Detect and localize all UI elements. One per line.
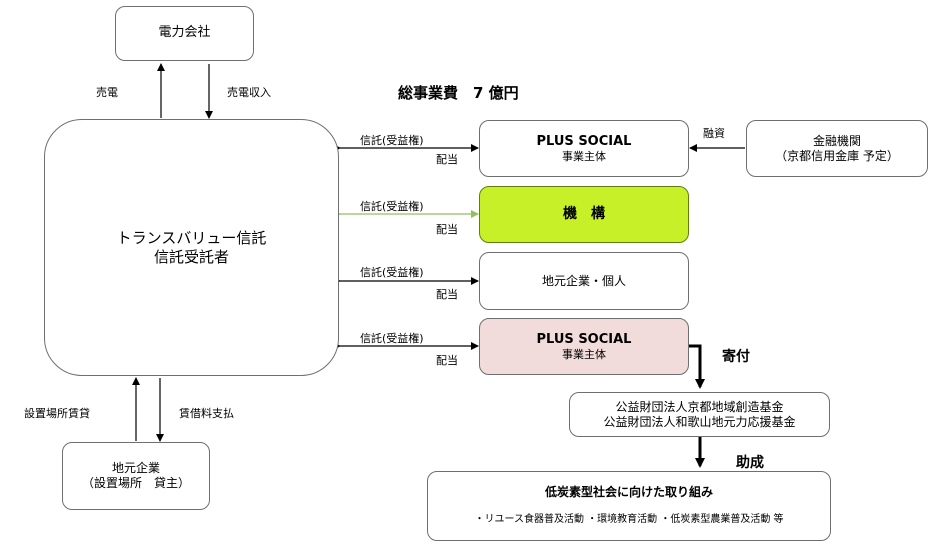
- dividend-label-3: 配当: [436, 288, 458, 301]
- lowcarbon-box: 低炭素型社会に向けた取り組み ・リユース食器普及活動 ・環境教育活動 ・低炭素型…: [427, 471, 831, 541]
- organization-box: 機 構: [479, 186, 689, 243]
- grant-label: 助成: [736, 455, 764, 471]
- dividend-label-4: 配当: [436, 354, 458, 367]
- sell-power-label: 売電: [96, 86, 118, 99]
- site-lease-label: 設置場所賃貸: [24, 407, 90, 420]
- trust-benefit-label-2: 信託(受益権): [360, 200, 424, 213]
- total-cost-label: 総事業費 7 億円: [398, 84, 519, 102]
- trust-benefit-label-4: 信託(受益権): [360, 332, 424, 345]
- trust-benefit-label-1: 信託(受益権): [360, 134, 424, 147]
- trust-box: トランスバリュー信託 信託受託者: [44, 119, 339, 376]
- plus-social-sub-2: 事業主体: [562, 347, 606, 361]
- power-company-box: 電力会社: [115, 6, 254, 61]
- plus-social-box-2: PLUS SOCIAL 事業主体: [479, 318, 689, 375]
- dividend-label-1: 配当: [436, 153, 458, 166]
- local-box: 地元企業・個人: [479, 252, 689, 310]
- lowcarbon-items: ・リユース食器普及活動 ・環境教育活動 ・低炭素型農業普及活動 等: [474, 514, 784, 526]
- local-label: 地元企業・個人: [541, 273, 626, 288]
- trust-line1: トランスバリュー信託: [116, 228, 267, 247]
- dividend-label-2: 配当: [436, 223, 458, 236]
- trust-line2: 信託受託者: [153, 247, 229, 266]
- plus-social-title-1: PLUS SOCIAL: [536, 133, 632, 149]
- plus-social-sub-1: 事業主体: [562, 149, 606, 163]
- plus-social-title-2: PLUS SOCIAL: [536, 331, 632, 347]
- landlord-box: 地元企業 （設置場所 貸主）: [62, 442, 210, 510]
- donation-arrow: [688, 344, 705, 389]
- donation-label: 寄付: [722, 349, 750, 365]
- landlord-line2: （設置場所 貸主）: [81, 476, 190, 490]
- financial-box: 金融機関 （京都信用金庫 予定）: [746, 120, 928, 177]
- power-company-label: 電力会社: [158, 25, 211, 41]
- foundations-box: 公益財団法人京都地域創造基金 公益財団法人和歌山地元力応援基金: [569, 392, 830, 437]
- financial-line1: 金融機関: [812, 133, 861, 148]
- loan-label: 融資: [703, 127, 725, 140]
- financial-line2: （京都信用金庫 予定）: [775, 148, 899, 163]
- trust-benefit-label-3: 信託(受益権): [360, 266, 424, 279]
- foundations-line2: 公益財団法人和歌山地元力応援基金: [603, 414, 796, 429]
- foundations-line1: 公益財団法人京都地域創造基金: [615, 399, 784, 414]
- power-income-label: 売電収入: [227, 86, 271, 99]
- organization-label: 機 構: [563, 205, 605, 222]
- landlord-line1: 地元企業: [111, 461, 160, 475]
- lowcarbon-title: 低炭素型社会に向けた取り組み: [544, 485, 713, 500]
- plus-social-box-1: PLUS SOCIAL 事業主体: [479, 120, 689, 177]
- rent-payment-label: 賃借料支払: [179, 407, 234, 420]
